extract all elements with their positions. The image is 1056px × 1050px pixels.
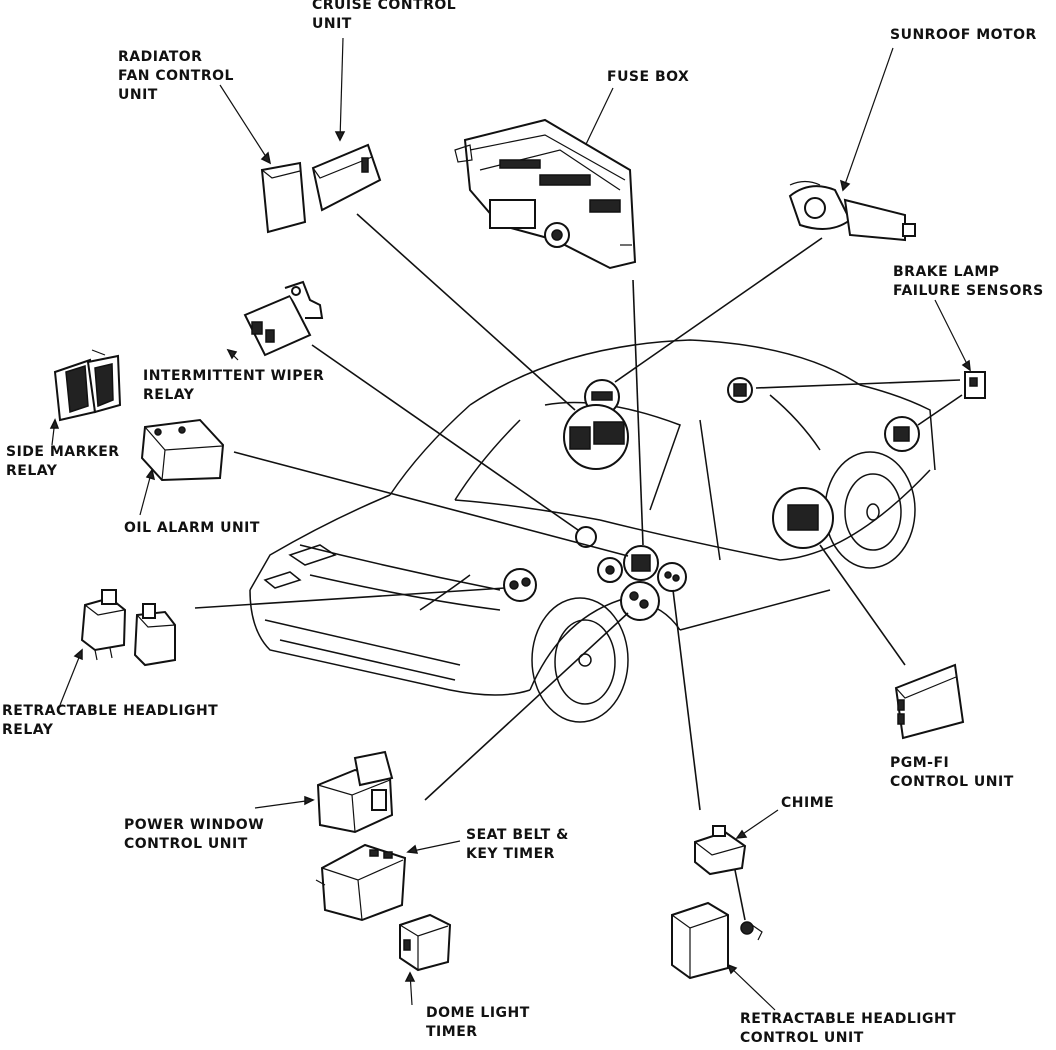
dome-light-timer-label: DOME LIGHT TIMER: [426, 1005, 530, 1040]
car-body: [249, 339, 936, 723]
chime-part: [694, 825, 763, 941]
power-window-control-unit-part: [316, 750, 394, 834]
location-circles: [503, 377, 920, 621]
retractable-headlight-relay-part: [80, 589, 176, 667]
fuse-box-part: [454, 118, 637, 270]
cruise-control-unit-part: [311, 143, 382, 212]
chime-label: CHIME: [781, 795, 835, 811]
radiator-fan-control-unit-label: RADIATOR FAN CONTROL UNIT: [118, 49, 234, 103]
seat-belt-key-timer-label: SEAT BELT & KEY TIMER: [466, 827, 569, 862]
intermittent-wiper-relay-label: INTERMITTENT WIPER RELAY: [143, 368, 325, 403]
retractable-headlight-control-unit-label: RETRACTABLE HEADLIGHT CONTROL UNIT: [740, 1011, 957, 1046]
brake-lamp-failure-sensors-label: BRAKE LAMP FAILURE SENSORS: [893, 264, 1044, 299]
retractable-headlight-control-unit-part: [671, 901, 729, 980]
pgm-fi-control-unit-part: [894, 663, 965, 740]
oil-alarm-unit-part: [140, 418, 225, 482]
dome-light-timer-part: [399, 913, 452, 972]
side-marker-relay-part: [53, 349, 122, 422]
sunroof-motor-label: SUNROOF MOTOR: [890, 27, 1037, 43]
intermittent-wiper-relay-part: [243, 280, 324, 357]
leader-lines: [49, 37, 971, 1011]
power-window-control-unit-label: POWER WINDOW CONTROL UNIT: [124, 817, 265, 852]
oil-alarm-unit-label: OIL ALARM UNIT: [124, 520, 260, 536]
pgm-fi-control-unit-label: PGM-FI CONTROL UNIT: [890, 755, 1014, 790]
brake-lamp-failure-sensor-part: [964, 371, 986, 399]
seat-belt-key-timer-part: [315, 843, 407, 922]
fuse-box-label: FUSE BOX: [607, 69, 690, 85]
side-marker-relay-label: SIDE MARKER RELAY: [6, 444, 120, 479]
cruise-control-unit-label: CRUISE CONTROL UNIT: [312, 0, 457, 32]
radiator-fan-control-unit-part: [260, 161, 307, 234]
sunroof-motor-part: [788, 180, 916, 242]
retractable-headlight-relay-label: RETRACTABLE HEADLIGHT RELAY: [2, 703, 219, 738]
